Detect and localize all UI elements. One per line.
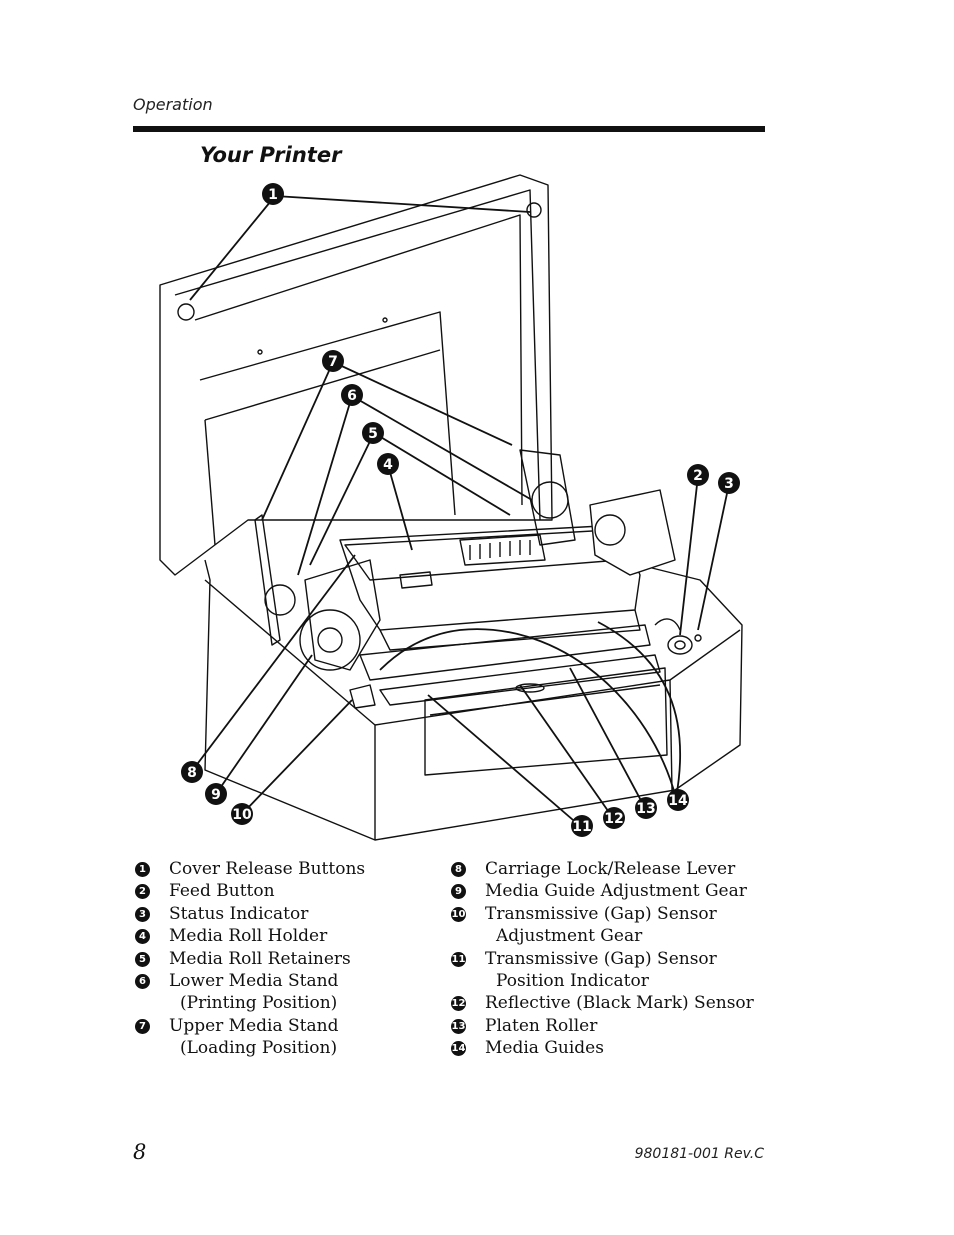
- callout-12: 12: [603, 807, 625, 829]
- legend-text: Transmissive (Gap) Sensor: [485, 903, 717, 924]
- legend-text: (Loading Position): [180, 1038, 338, 1059]
- legend-number: 5: [135, 951, 150, 967]
- legend-text: Lower Media Stand: [169, 970, 339, 991]
- legend-text: Status Indicator: [169, 903, 309, 924]
- section-label: Operation: [133, 95, 213, 114]
- svg-text:13: 13: [636, 801, 655, 817]
- legend-text: Media Roll Holder: [169, 926, 328, 947]
- svg-text:1: 1: [268, 187, 278, 203]
- legend-text: Platen Roller: [485, 1015, 598, 1036]
- figure-title: Your Printer: [200, 143, 342, 167]
- legend-number: 10: [451, 906, 466, 922]
- document-id: 980181-001 Rev.C: [634, 1146, 764, 1162]
- callout-11: 11: [571, 815, 593, 837]
- callout-9: 9: [205, 783, 227, 805]
- svg-text:3: 3: [724, 476, 734, 492]
- legend-text: Media Roll Retainers: [169, 948, 351, 969]
- callout-2: 2: [687, 464, 709, 486]
- svg-text:10: 10: [232, 807, 252, 823]
- legend-number: 12: [451, 996, 466, 1012]
- svg-text:7: 7: [328, 354, 338, 370]
- callout-4: 4: [377, 453, 399, 475]
- callout-5: 5: [362, 422, 384, 444]
- legend-text: Transmissive (Gap) Sensor: [485, 948, 717, 969]
- svg-text:14: 14: [668, 793, 688, 809]
- svg-text:5: 5: [368, 426, 378, 442]
- svg-text:4: 4: [383, 457, 393, 473]
- legend-number: 9: [451, 884, 466, 900]
- header-rule: [133, 126, 765, 132]
- legend-text: Upper Media Stand: [169, 1015, 339, 1036]
- svg-text:9: 9: [211, 787, 221, 803]
- legend-text: Media Guides: [485, 1038, 604, 1059]
- svg-text:8: 8: [187, 765, 197, 781]
- legend-number: 11: [451, 951, 466, 967]
- legend-text: Reflective (Black Mark) Sensor: [485, 993, 754, 1014]
- legend-text: Cover Release Buttons: [169, 859, 366, 879]
- svg-text:12: 12: [604, 811, 623, 827]
- legend-text: Adjustment Gear: [496, 926, 643, 947]
- legend-text: (Printing Position): [180, 993, 338, 1014]
- legend-number: 13: [451, 1018, 466, 1034]
- legend-text: Media Guide Adjustment Gear: [485, 881, 747, 902]
- legend-number: 8: [451, 862, 466, 877]
- legend-number: 1: [135, 862, 150, 877]
- legend-number: 6: [135, 973, 150, 989]
- page-number: 8: [133, 1140, 147, 1164]
- callout-14: 14: [667, 789, 689, 811]
- legend-number: 14: [451, 1041, 466, 1057]
- svg-text:2: 2: [693, 468, 703, 484]
- callout-8: 8: [181, 761, 203, 783]
- svg-text:11: 11: [572, 819, 591, 835]
- legend-number: 7: [135, 1018, 150, 1034]
- legend-number: 3: [135, 906, 150, 922]
- legend-text: Position Indicator: [496, 970, 649, 991]
- callout-13: 13: [635, 797, 657, 819]
- legend-number: 4: [135, 929, 150, 945]
- callout-3: 3: [718, 472, 740, 494]
- legend-number: 2: [135, 884, 150, 900]
- callout-6: 6: [341, 384, 363, 406]
- callout-10: 10: [231, 803, 253, 825]
- legend-text: Carriage Lock/Release Lever: [485, 859, 736, 879]
- callout-7: 7: [322, 350, 344, 372]
- svg-text:6: 6: [347, 388, 357, 404]
- legend-text: Feed Button: [169, 881, 275, 902]
- callout-1: 1: [262, 183, 284, 205]
